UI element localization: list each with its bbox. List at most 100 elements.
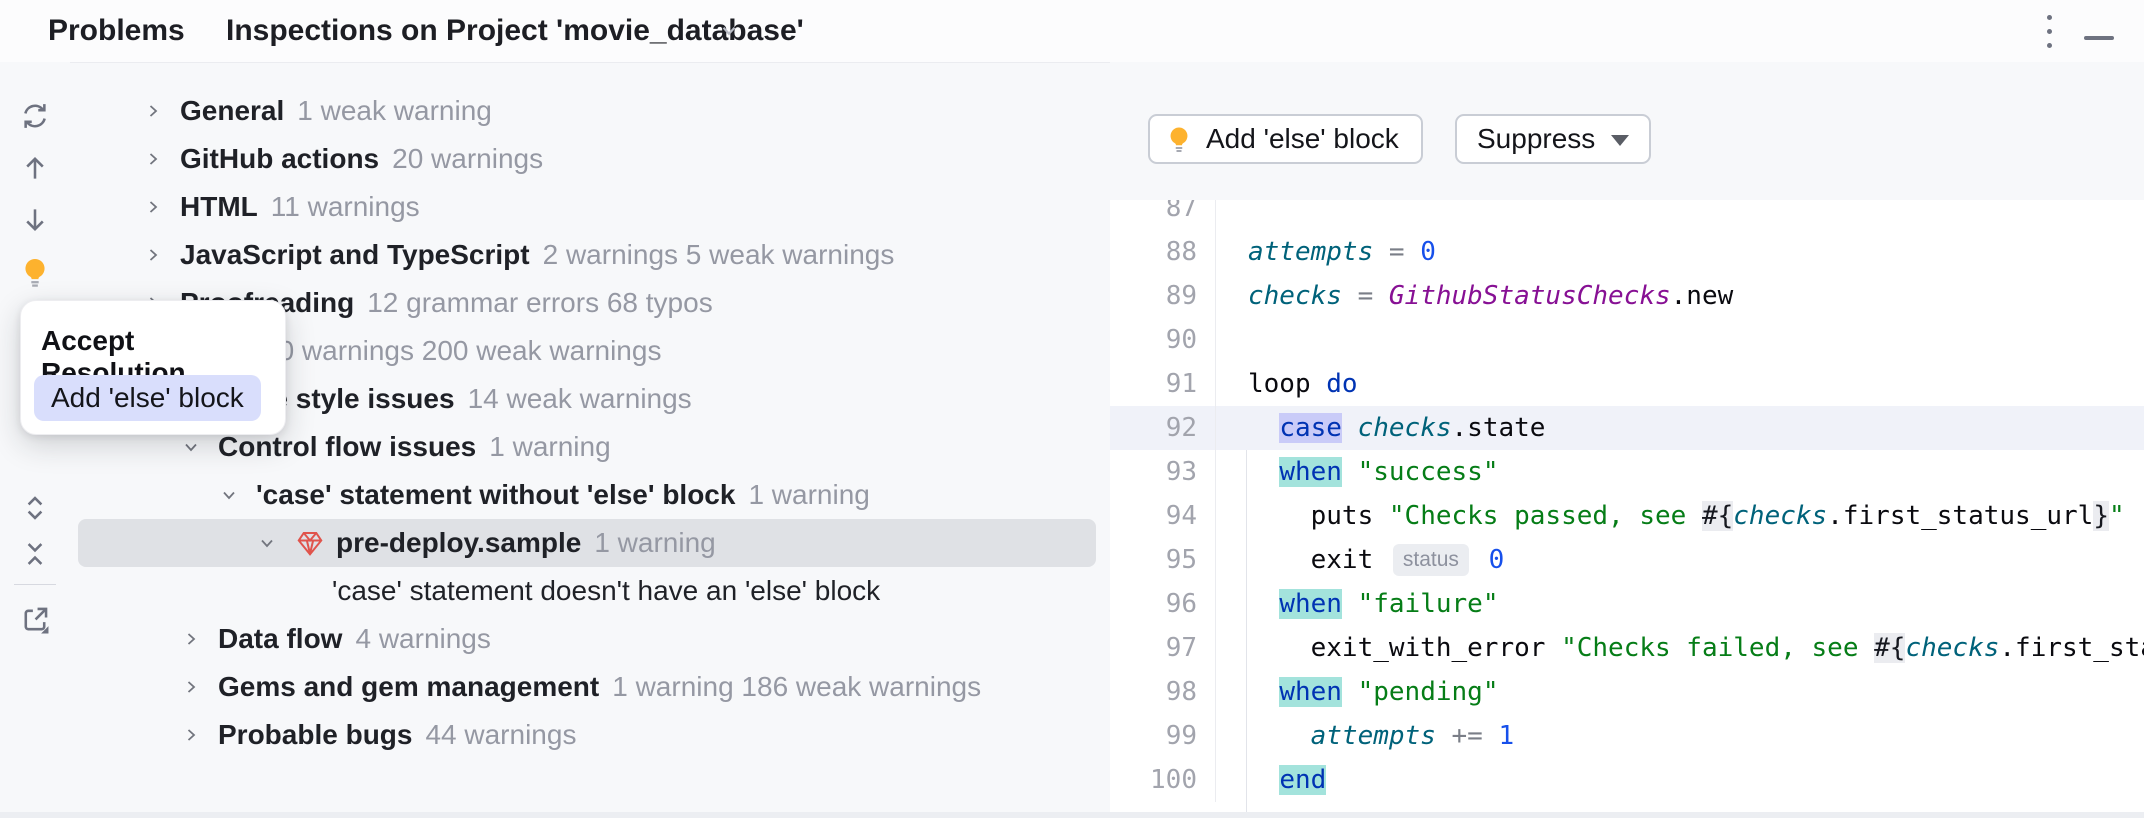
lightbulb-icon [1164,124,1194,154]
code-line[interactable]: 88 attempts = 0 [1110,230,2144,274]
tree-row-counts: 14 weak warnings [467,383,692,414]
chevron-right-icon[interactable] [140,98,166,124]
code-line[interactable]: 91 loop do [1110,362,2144,406]
tree-row-counts: 20 warnings [392,143,544,174]
tree-row-counts: 1 warning 186 weak warnings [612,671,982,702]
tree-row-counts: 1 warning [489,431,611,462]
collapse-all-icon[interactable] [17,536,53,572]
chevron-down-icon[interactable] [216,482,242,508]
refresh-icon[interactable] [17,98,53,134]
open-in-editor-icon[interactable] [17,602,53,638]
quick-fixes-lightbulb-icon[interactable] [17,254,53,290]
code-text: checks = GithubStatusChecks.new [1248,281,1734,311]
navigate-up-icon[interactable] [17,150,53,186]
header: Problems Inspections on Project 'movie_d… [0,0,2144,63]
tab-problems[interactable]: Problems [48,14,185,47]
add-else-block-button[interactable]: Add 'else' block [1148,114,1423,164]
code-text: case checks.state [1279,413,1546,443]
tree-row-counts: 1 warning [594,527,716,558]
tree-row-counts: 1 weak warning [297,95,492,126]
hide-tool-window-icon[interactable] [2084,36,2114,40]
code-text: end [1279,765,1327,795]
line-number: 91 [1110,362,1216,406]
window-bottom-edge [0,812,2144,818]
tree-row[interactable]: Control flow issues 1 warning [78,423,1096,471]
tree-row-counts: 20 warnings 200 weak warnings [263,335,662,366]
line-number: 93 [1110,450,1216,494]
code-text: attempts += 1 [1310,721,1515,751]
chevron-right-icon[interactable] [178,674,204,700]
code-text: loop do [1248,369,1358,399]
chevron-right-icon[interactable] [178,722,204,748]
chevron-right-icon[interactable] [140,146,166,172]
problems-toolbar [0,62,70,818]
tree-row[interactable]: 'case' statement doesn't have an 'else' … [78,567,1096,615]
add-else-block-label: Add 'else' block [1206,123,1399,154]
code-line[interactable]: 98 when "pending" [1110,670,2144,714]
line-number: 94 [1110,494,1216,538]
chevron-right-icon[interactable] [140,194,166,220]
tree-row-label: HTML [180,191,258,222]
code-line[interactable]: 93 when "success" [1110,450,2144,494]
popup-add-else-block-button[interactable]: Add 'else' block [34,375,261,421]
code-line[interactable]: 96 when "failure" [1110,582,2144,626]
tree-row[interactable]: pre-deploy.sample 1 warning [78,519,1096,567]
code-text: when "failure" [1279,589,1499,619]
code-line[interactable]: 94 puts "Checks passed, see #{checks.fir… [1110,494,2144,538]
tree-row-counts: 12 grammar errors 68 typos [367,287,713,318]
code-line[interactable]: 92 case checks.state [1110,406,2144,450]
tree-row-label: Gems and gem management [218,671,600,702]
tree-row-counts: 2 warnings 5 weak warnings [542,239,895,270]
code-line[interactable]: 100 end [1110,758,2144,802]
code-text: when "success" [1279,457,1499,487]
tree-row-label: 'case' statement doesn't have an 'else' … [332,575,881,606]
tree-row[interactable]: JavaScript and TypeScript 2 warnings 5 we… [78,231,1096,279]
code-line[interactable]: 90 [1110,318,2144,362]
code-line[interactable]: 97 exit_with_error "Checks failed, see #… [1110,626,2144,670]
line-number: 99 [1110,714,1216,758]
tree-row-label: Control flow issues [218,431,477,462]
suppress-dropdown-button[interactable]: Suppress [1455,114,1652,164]
code-text: puts "Checks passed, see #{checks.first_… [1248,501,2125,531]
tree-row-counts: 4 warnings [355,623,491,654]
tree-row-label: pre-deploy.sample [336,527,582,558]
code-line[interactable]: 99 attempts += 1 [1110,714,2144,758]
tree-row-label: Probable bugs [218,719,413,750]
more-options-icon[interactable] [2032,8,2066,54]
line-number: 88 [1110,230,1216,274]
chevron-right-icon[interactable] [140,242,166,268]
code-text: attempts = 0 [1248,237,1436,267]
line-number: 92 [1110,406,1216,450]
chevron-down-icon[interactable] [178,434,204,460]
code-line[interactable]: 87 [1110,200,2144,230]
tab-inspections-result[interactable]: Inspections on Project 'movie_database' [226,14,804,47]
line-number: 97 [1110,626,1216,670]
tree-row-counts: 1 warning [748,479,870,510]
code-line[interactable]: 95 exit status 0 [1110,538,2144,582]
navigate-down-icon[interactable] [17,202,53,238]
line-number: 95 [1110,538,1216,582]
line-number: 87 [1110,200,1216,230]
tree-row-label: JavaScript and TypeScript [180,239,530,270]
accept-resolution-popup: Accept Resolution Add 'else' block [20,300,286,435]
line-number: 98 [1110,670,1216,714]
chevron-down-icon[interactable] [718,20,740,42]
indent-guide [1246,450,1247,818]
code-text: exit_with_error "Checks failed, see #{ch… [1248,633,2144,663]
resolution-actions-bar: Add 'else' block Suppress [1110,62,2144,200]
line-number: 90 [1110,318,1216,362]
chevron-down-icon[interactable] [254,530,280,556]
expand-all-icon[interactable] [17,490,53,526]
chevron-right-icon[interactable] [178,626,204,652]
line-number: 100 [1110,758,1216,802]
tree-row[interactable]: Gems and gem management 1 warning 186 wea… [78,663,1096,711]
